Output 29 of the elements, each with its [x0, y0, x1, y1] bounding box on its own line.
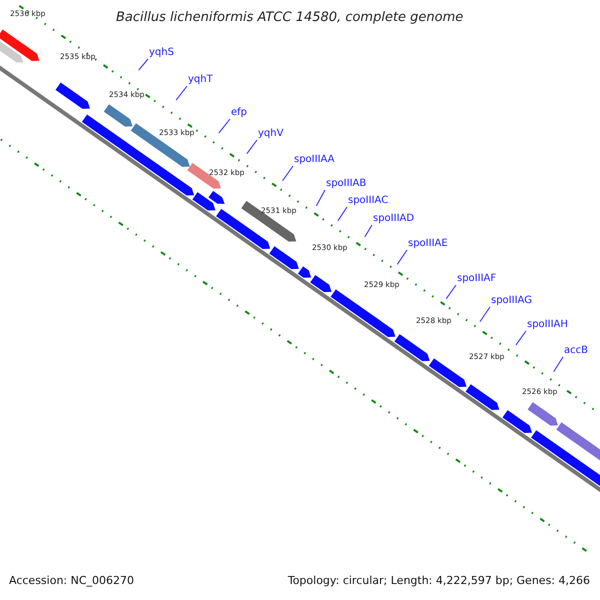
gene-label: yqhS: [149, 47, 174, 59]
map-title: Bacillus licheniformis ATCC 14580, complete genome: [116, 10, 464, 25]
footer-note: Accession: NC_006270: [9, 574, 134, 587]
gene-label: spoIIIAH: [527, 319, 568, 331]
leader-line: [138, 58, 148, 71]
gene-label: efp: [231, 107, 248, 119]
leader-line: [446, 284, 456, 300]
gene-label: spoIIIAE: [408, 238, 448, 250]
leader-line: [282, 166, 294, 182]
leader-line: [218, 118, 230, 134]
leader-line: [338, 206, 348, 222]
leader-line: [553, 356, 564, 372]
gene-label: spoIIIAG: [491, 295, 532, 307]
gene-label: yqhT: [188, 74, 213, 86]
gene-label: accB: [564, 345, 588, 357]
leader-line: [479, 306, 490, 322]
gene-label: spoIIIAA: [294, 154, 334, 166]
gene-label: yqhV: [258, 128, 284, 140]
footer-note: Topology: circular; Length: 4,222,597 bp; Genes: 4,266: [288, 574, 590, 587]
gene-label: spoIIIAB: [326, 178, 366, 190]
leader-line: [316, 190, 326, 206]
gene-label: spoIIIAC: [348, 195, 388, 207]
gene-label: spoIIIAD: [373, 213, 414, 225]
leader-line: [364, 224, 372, 238]
leader-line: [176, 86, 188, 101]
leader-line: [396, 250, 408, 265]
leader-line: [246, 140, 258, 154]
gene-label: spoIIIAF: [457, 273, 496, 285]
leader-line: [515, 330, 526, 346]
